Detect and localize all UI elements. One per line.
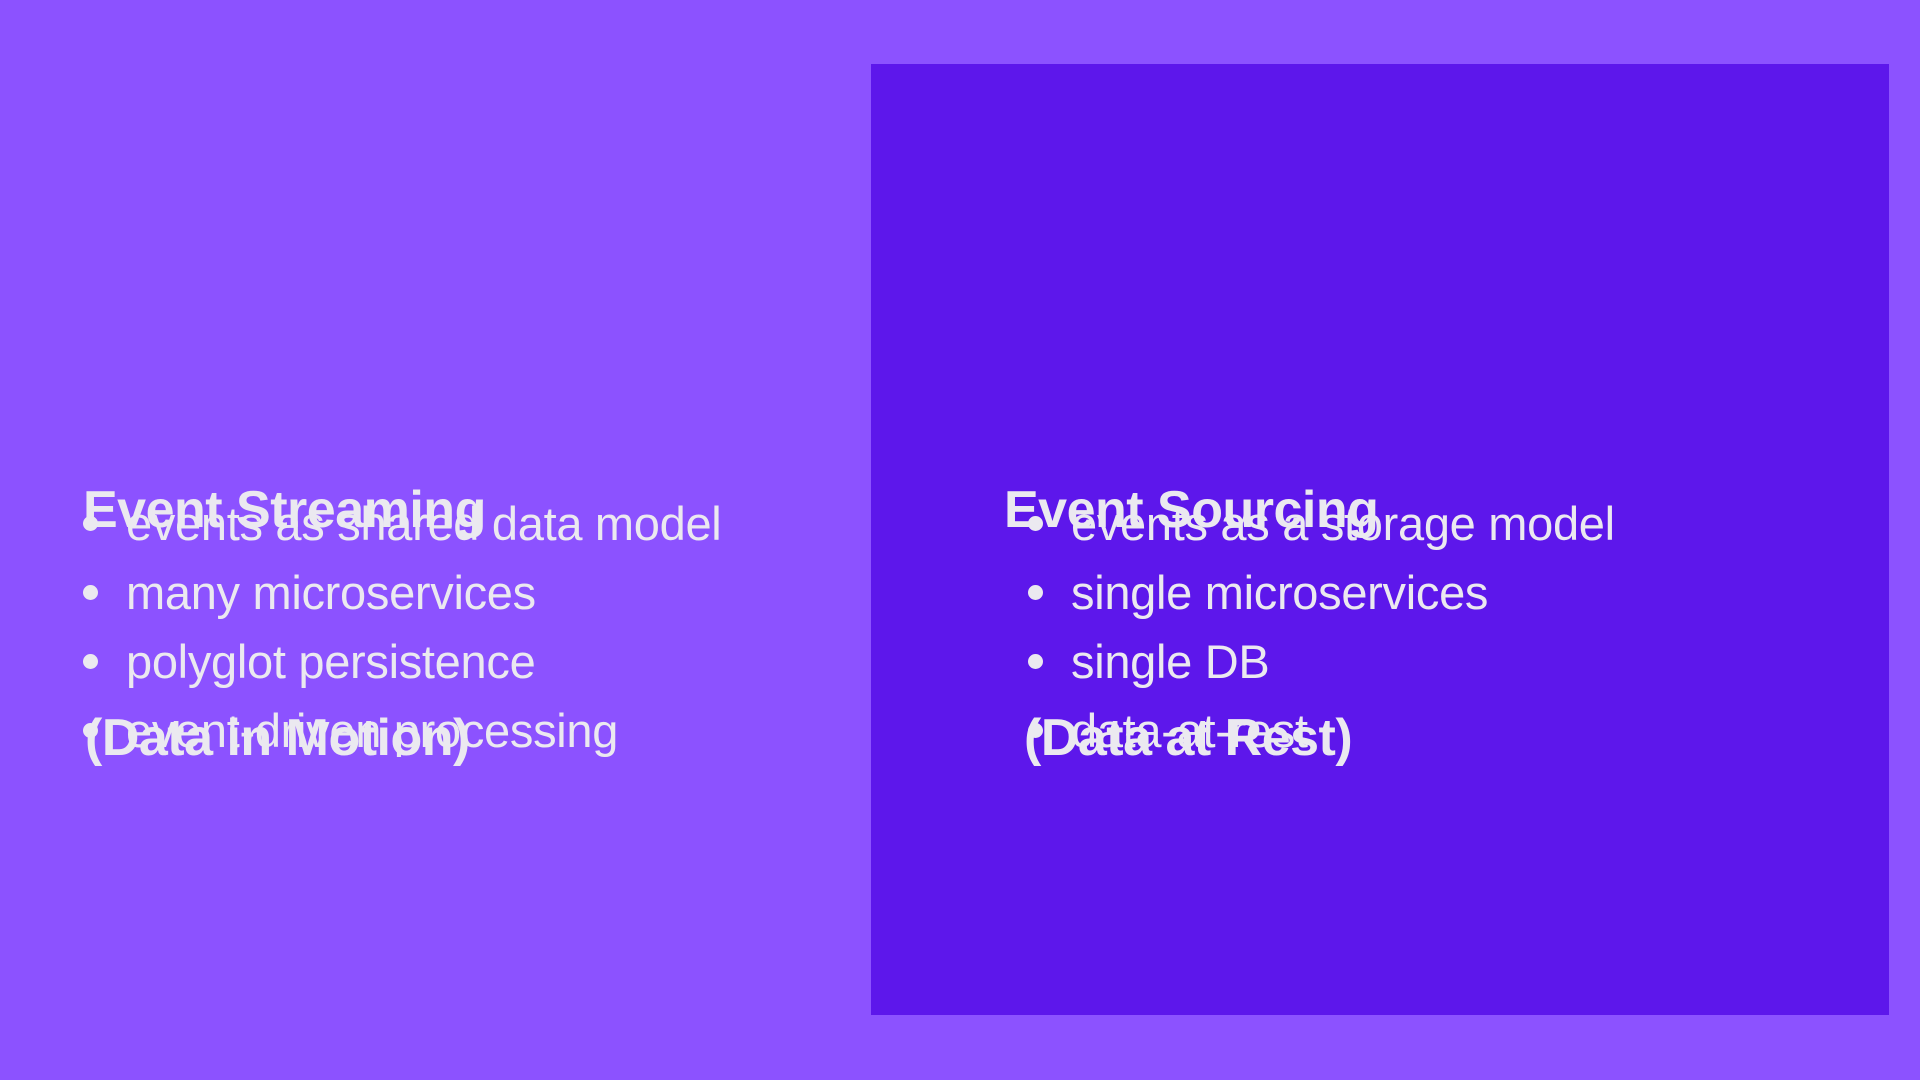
list-item-text: events as a storage model [1071,497,1615,550]
bullet-icon [1028,516,1043,531]
bullet-icon [83,723,98,738]
bullet-icon [1028,585,1043,600]
bullet-icon [83,585,98,600]
event-sourcing-title: Event Sourcing (Data at Rest) [1004,320,1379,852]
list-item: single DB [1028,627,1615,696]
bullet-icon [83,654,98,669]
list-item-text: many microservices [126,566,536,619]
event-sourcing-bullet-list: events as a storage model single microse… [1028,489,1615,765]
event-sourcing-title-line1: Event Sourcing [1004,481,1379,539]
event-streaming-bullet-list: events as shared data model many microse… [83,489,722,765]
event-streaming-title-line2: (Data in Motion) [85,709,470,767]
list-item: polyglot persistence [83,627,721,696]
event-sourcing-panel [871,64,1889,1015]
list-item: data-at-rest [1028,696,1615,765]
list-item: single microservices [1028,558,1615,627]
event-streaming-title-line1: Event Streaming [83,481,486,539]
list-item: events as a storage model [1028,489,1615,558]
event-streaming-title: Event Streaming (Data in Motion) [83,320,486,852]
list-item-text: single microservices [1071,566,1489,619]
list-item: many microservices [83,558,721,627]
bullet-icon [1028,654,1043,669]
list-item-text: events as shared data model [126,497,722,550]
list-item-text: polyglot persistence [126,635,536,688]
bullet-icon [83,516,98,531]
list-item: event-driven processing [83,696,721,765]
list-item: events as shared data model [83,489,722,558]
list-item-text: single DB [1071,635,1270,688]
bullet-icon [1028,723,1043,738]
list-item-text: data-at-rest [1071,704,1308,757]
list-item-text: event-driven processing [126,704,619,757]
event-sourcing-title-line2: (Data at Rest) [1024,709,1353,767]
